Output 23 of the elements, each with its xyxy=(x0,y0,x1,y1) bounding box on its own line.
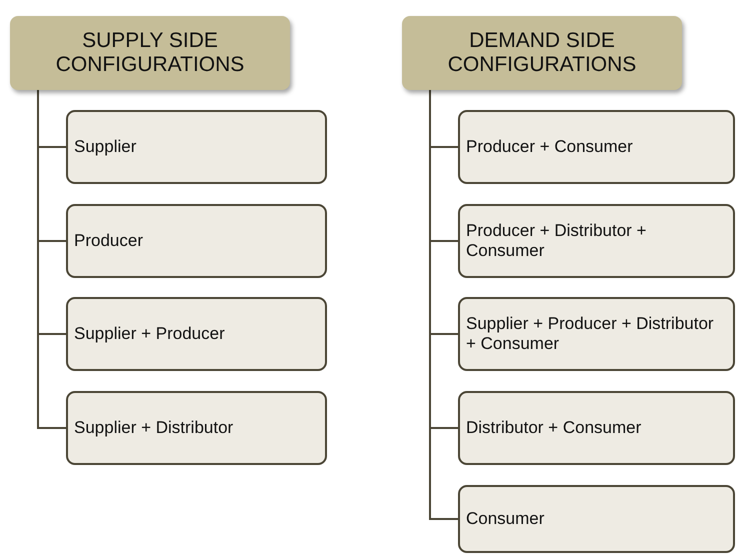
node-text: Supplier + Producer + Distributor + Consumer xyxy=(466,314,715,354)
configuration-box xyxy=(458,485,735,553)
node-text: Supplier + Producer xyxy=(74,324,225,344)
node-text: Producer + Distributor + Consumer xyxy=(466,221,648,261)
configuration-box xyxy=(66,297,327,371)
configuration-box xyxy=(66,110,327,184)
node-text: Consumer xyxy=(466,509,544,529)
node-text: Producer xyxy=(74,231,143,251)
configuration-box xyxy=(66,391,327,465)
node-text: Supplier + Distributor xyxy=(74,418,234,438)
node-text: Supplier xyxy=(74,137,136,157)
node-text: SUPPLY SIDE CONFIGURATIONS xyxy=(54,29,246,77)
connector-line xyxy=(37,90,66,429)
node-text: Distributor + Consumer xyxy=(466,418,642,438)
configuration-box xyxy=(458,391,735,465)
configuration-box xyxy=(458,110,735,184)
category-header xyxy=(10,16,290,90)
configuration-box xyxy=(458,297,735,371)
configuration-box xyxy=(66,204,327,278)
category-header xyxy=(402,16,682,90)
node-text: Producer + Consumer xyxy=(466,137,633,157)
node-text: DEMAND SIDE CONFIGURATIONS xyxy=(446,29,638,77)
configuration-box xyxy=(458,204,735,278)
